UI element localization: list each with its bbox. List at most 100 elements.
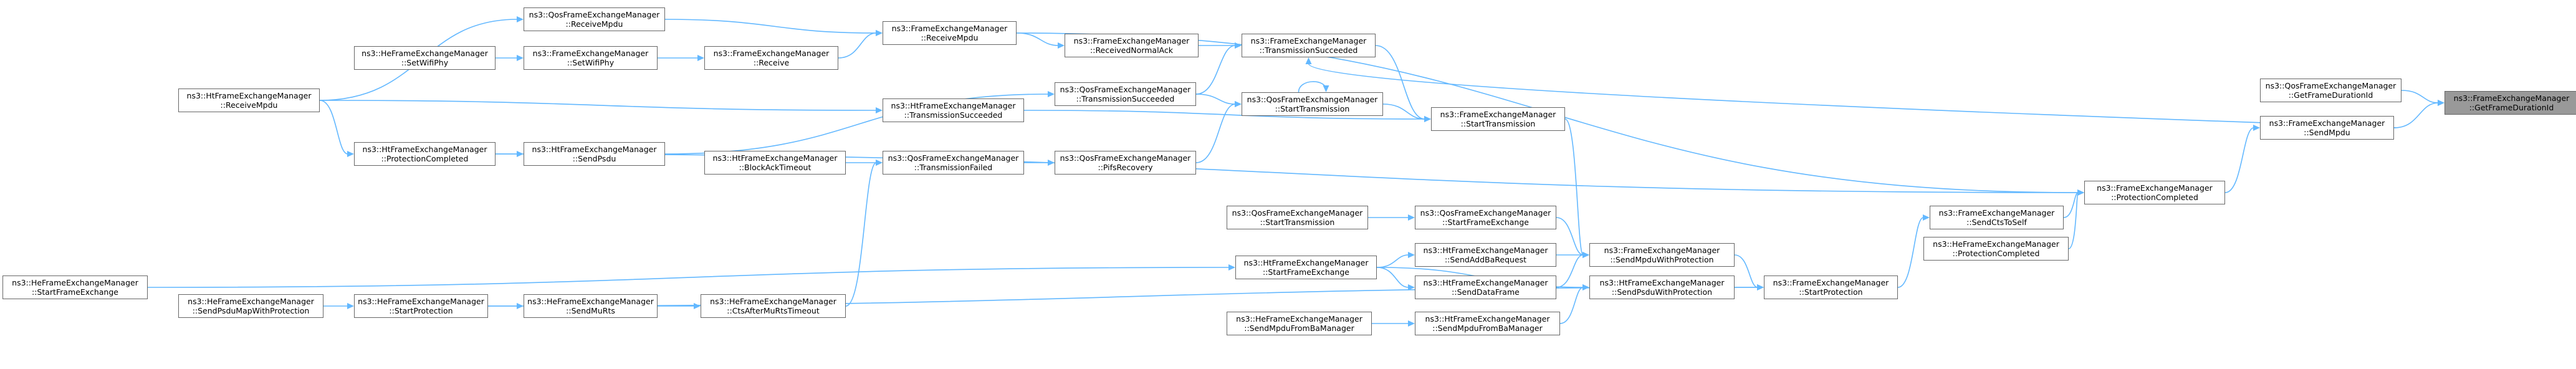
graph-node-label-method: ::StartTransmission bbox=[1260, 218, 1335, 227]
graph-node-label-method: ::ReceiveMpdu bbox=[921, 33, 979, 42]
graph-node-label-method: ::StartProtection bbox=[389, 306, 453, 315]
graph-node[interactable]: ns3::HtFrameExchangeManager::SendPsdu bbox=[524, 142, 665, 166]
graph-node[interactable]: ns3::FrameExchangeManager::SetWifiPhy bbox=[524, 46, 658, 70]
graph-node-label-scope: ns3::FrameExchangeManager bbox=[1604, 246, 1720, 255]
graph-node-label-method: ::CtsAfterMuRtsTimeout bbox=[727, 306, 820, 315]
graph-node-label-scope: ns3::HtFrameExchangeManager bbox=[1425, 314, 1550, 323]
graph-node[interactable]: ns3::HeFrameExchangeManager::CtsAfterMuR… bbox=[701, 294, 846, 318]
graph-node-label-method: ::SendMpdu bbox=[2304, 128, 2350, 137]
graph-node[interactable]: ns3::HtFrameExchangeManager::BlockAckTim… bbox=[704, 151, 846, 175]
graph-edge bbox=[1375, 45, 1425, 120]
graph-node[interactable]: ns3::HeFrameExchangeManager::SetWifiPhy bbox=[354, 46, 496, 70]
graph-edge bbox=[838, 32, 877, 59]
graph-node[interactable]: ns3::HeFrameExchangeManager::SendMpduFro… bbox=[1227, 312, 1372, 335]
graph-node[interactable]: ns3::QosFrameExchangeManager::StartTrans… bbox=[1227, 206, 1368, 229]
graph-node[interactable]: ns3::FrameExchangeManager::SendMpdu bbox=[2260, 116, 2394, 140]
graph-node[interactable]: ns3::HtFrameExchangeManager::Transmissio… bbox=[883, 98, 1024, 122]
graph-node[interactable]: ns3::FrameExchangeManager::ReceivedNorma… bbox=[1065, 34, 1199, 57]
graph-node[interactable]: ns3::QosFrameExchangeManager::PifsRecove… bbox=[1055, 151, 1196, 175]
graph-node-label-method: ::StartFrameExchange bbox=[32, 287, 118, 297]
graph-node[interactable]: ns3::HeFrameExchangeManager::StartProtec… bbox=[354, 294, 488, 318]
graph-node[interactable]: ns3::HtFrameExchangeManager::SendMpduFro… bbox=[1415, 312, 1560, 335]
graph-node-label-scope: ns3::HeFrameExchangeManager bbox=[362, 49, 488, 58]
graph-edge-arrowhead bbox=[1235, 42, 1242, 49]
graph-node[interactable]: ns3::FrameExchangeManager::StartTransmis… bbox=[1431, 107, 1565, 131]
graph-node[interactable]: ns3::QosFrameExchangeManager::Transmissi… bbox=[1055, 82, 1196, 106]
graph-node[interactable]: ns3::HtFrameExchangeManager::ProtectionC… bbox=[354, 142, 496, 166]
graph-node-label-method: ::StartProtection bbox=[1799, 287, 1863, 297]
graph-node-label-method: ::Receive bbox=[753, 58, 790, 67]
graph-edge bbox=[147, 267, 1230, 288]
graph-node-label-scope: ns3::HtFrameExchangeManager bbox=[891, 101, 1016, 110]
graph-node-label-method: ::GetFrameDurationId bbox=[2469, 103, 2554, 112]
graph-node-label-scope: ns3::QosFrameExchangeManager bbox=[1420, 208, 1551, 218]
graph-edge-arrowhead bbox=[2253, 125, 2260, 131]
graph-node-label-scope: ns3::FrameExchangeManager bbox=[2453, 93, 2570, 103]
graph-node-label-method: ::SendPsdu bbox=[572, 154, 616, 163]
graph-edge-arrowhead bbox=[2438, 100, 2444, 106]
graph-node-label-scope: ns3::QosFrameExchangeManager bbox=[529, 10, 660, 19]
graph-node[interactable]: ns3::FrameExchangeManager::Receive bbox=[704, 46, 838, 70]
graph-node[interactable]: ns3::FrameExchangeManager::ReceiveMpdu bbox=[883, 21, 1017, 45]
graph-node-label-scope: ns3::HtFrameExchangeManager bbox=[1599, 278, 1725, 287]
graph-node-label-scope: ns3::HtFrameExchangeManager bbox=[362, 145, 487, 154]
graph-node-label-method: ::StartFrameExchange bbox=[1263, 267, 1349, 277]
graph-edge-arrowhead bbox=[2077, 189, 2084, 196]
graph-node-current: ns3::FrameExchangeManager::GetFrameDurat… bbox=[2444, 91, 2576, 115]
graph-edge bbox=[1376, 267, 1409, 288]
graph-node-label-method: ::TransmissionSucceeded bbox=[904, 110, 1003, 120]
graph-edge-arrowhead bbox=[1228, 264, 1235, 271]
graph-node-label-scope: ns3::FrameExchangeManager bbox=[532, 49, 649, 58]
graph-node-label-scope: ns3::QosFrameExchangeManager bbox=[2265, 81, 2396, 90]
graph-edge-arrowhead bbox=[1408, 214, 1415, 221]
graph-node-label-scope: ns3::HeFrameExchangeManager bbox=[527, 297, 654, 306]
graph-node[interactable]: ns3::HtFrameExchangeManager::ReceiveMpdu bbox=[178, 89, 320, 112]
graph-edge bbox=[1016, 32, 1059, 46]
graph-node[interactable]: ns3::HtFrameExchangeManager::SendAddBaRe… bbox=[1415, 243, 1556, 267]
graph-node[interactable]: ns3::QosFrameExchangeManager::GetFrameDu… bbox=[2260, 79, 2401, 102]
graph-node[interactable]: ns3::HeFrameExchangeManager::StartFrameE… bbox=[2, 276, 148, 299]
graph-node[interactable]: ns3::QosFrameExchangeManager::StartFrame… bbox=[1415, 206, 1556, 229]
graph-node[interactable]: ns3::HeFrameExchangeManager::SendMuRts bbox=[524, 294, 658, 318]
graph-node[interactable]: ns3::FrameExchangeManager::SendMpduWithP… bbox=[1589, 243, 1735, 267]
graph-node-label-scope: ns3::HeFrameExchangeManager bbox=[188, 297, 314, 306]
graph-node-label-scope: ns3::FrameExchangeManager bbox=[1773, 278, 1889, 287]
graph-node[interactable]: ns3::FrameExchangeManager::TransmissionS… bbox=[1242, 34, 1376, 57]
graph-node-label-method: ::SendCtsToSelf bbox=[1966, 218, 2027, 227]
graph-node-label-method: ::StartTransmission bbox=[1460, 119, 1536, 128]
graph-node-label-scope: ns3::FrameExchangeManager bbox=[713, 49, 830, 58]
graph-node-label-scope: ns3::FrameExchangeManager bbox=[2097, 183, 2213, 193]
graph-edge-arrowhead bbox=[1408, 284, 1415, 290]
graph-edge-arrowhead bbox=[517, 16, 524, 22]
graph-edge bbox=[319, 100, 877, 111]
graph-node[interactable]: ns3::HeFrameExchangeManager::ProtectionC… bbox=[1923, 237, 2069, 261]
graph-node[interactable]: ns3::QosFrameExchangeManager::Transmissi… bbox=[883, 151, 1024, 175]
graph-edge bbox=[2068, 192, 2079, 249]
graph-node-label-method: ::TransmissionFailed bbox=[914, 163, 993, 172]
graph-node[interactable]: ns3::HtFrameExchangeManager::StartFrameE… bbox=[1235, 256, 1377, 279]
graph-node-label-scope: ns3::QosFrameExchangeManager bbox=[1247, 95, 1378, 104]
graph-edge-arrowhead bbox=[876, 160, 883, 166]
graph-edge bbox=[664, 93, 1049, 155]
graph-edge-arrowhead bbox=[1408, 320, 1415, 327]
graph-node[interactable]: ns3::FrameExchangeManager::ProtectionCom… bbox=[2084, 181, 2225, 204]
graph-node[interactable]: ns3::HtFrameExchangeManager::SendDataFra… bbox=[1415, 276, 1556, 299]
graph-node[interactable]: ns3::FrameExchangeManager::StartProtecti… bbox=[1764, 276, 1898, 299]
graph-node-label-scope: ns3::FrameExchangeManager bbox=[1938, 208, 2055, 218]
graph-edge bbox=[319, 100, 348, 155]
graph-node-label-method: ::SendMuRts bbox=[566, 306, 615, 315]
graph-edge-arrowhead bbox=[876, 107, 883, 113]
graph-node-label-method: ::ReceiveMpdu bbox=[220, 100, 278, 110]
graph-node-label-scope: ns3::QosFrameExchangeManager bbox=[888, 153, 1019, 163]
graph-node-label-method: ::GetFrameDurationId bbox=[2288, 90, 2373, 100]
graph-node-label-scope: ns3::HtFrameExchangeManager bbox=[1243, 258, 1369, 267]
graph-node[interactable]: ns3::HeFrameExchangeManager::SendPsduMap… bbox=[178, 294, 323, 318]
graph-edge bbox=[1556, 254, 1584, 288]
graph-node[interactable]: ns3::QosFrameExchangeManager::StartTrans… bbox=[1242, 92, 1383, 116]
graph-node[interactable]: ns3::FrameExchangeManager::SendCtsToSelf bbox=[1930, 206, 2064, 229]
graph-node[interactable]: ns3::QosFrameExchangeManager::ReceiveMpd… bbox=[524, 7, 665, 31]
graph-edge bbox=[845, 162, 877, 307]
graph-edge bbox=[1897, 217, 1924, 288]
graph-node[interactable]: ns3::HtFrameExchangeManager::SendPsduWit… bbox=[1589, 276, 1735, 299]
